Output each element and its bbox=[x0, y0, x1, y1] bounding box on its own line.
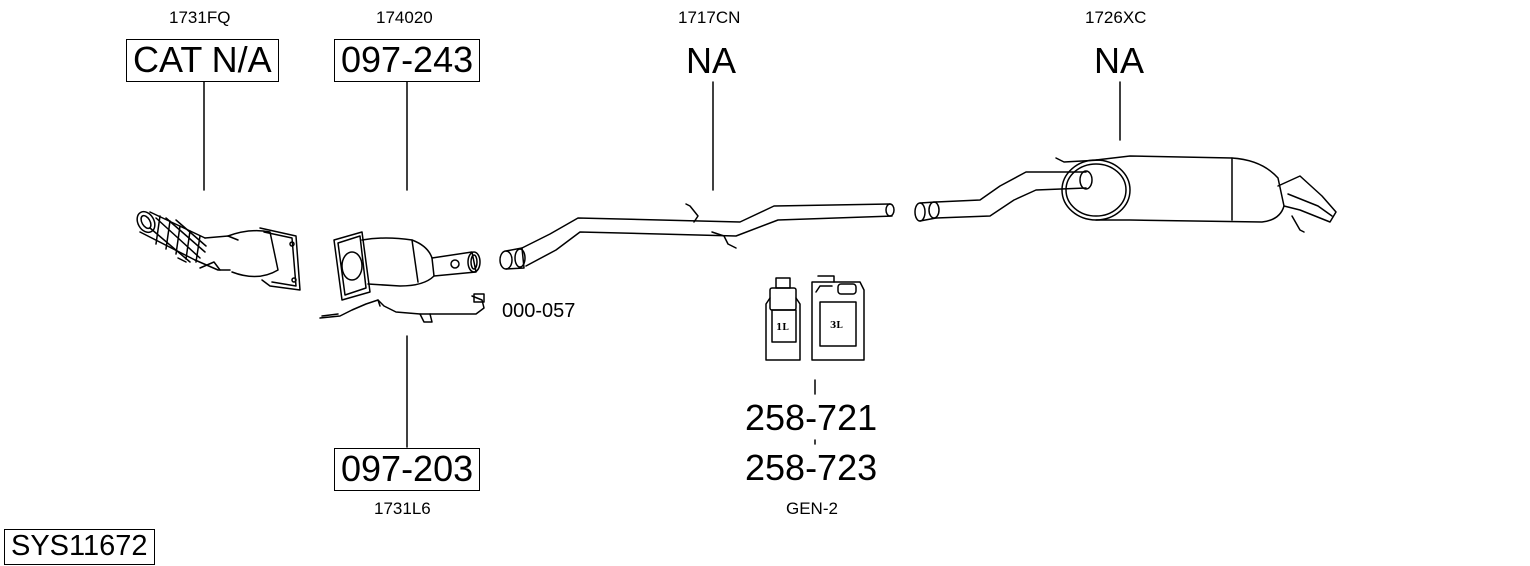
system-code: SYS11672 bbox=[4, 529, 155, 565]
intermediate-pipe-drawing bbox=[499, 203, 895, 270]
rear-silencer-drawing bbox=[914, 155, 1337, 233]
part-number-5[interactable]: 097-203 bbox=[334, 448, 481, 491]
particulate-filter-drawing bbox=[333, 231, 481, 301]
part-ref-2: 174020 bbox=[376, 8, 433, 27]
fluid-ref: GEN-2 bbox=[786, 499, 838, 518]
flex-pipe-catalyst-drawing bbox=[136, 210, 301, 291]
part-number-4[interactable]: NA bbox=[1094, 40, 1145, 81]
part-ref-4: 1726XC bbox=[1085, 8, 1147, 27]
can-large-label: 3L bbox=[830, 321, 843, 331]
part-ref-3: 1717CN bbox=[678, 8, 741, 27]
part-number-3[interactable]: NA bbox=[686, 40, 737, 81]
part-number-1[interactable]: CAT N/A bbox=[126, 39, 279, 82]
fluid-part-number-2[interactable]: 258-723 bbox=[745, 447, 878, 488]
can-small-label: 1L bbox=[776, 323, 789, 333]
sensor-drawing bbox=[319, 293, 485, 323]
part-ref-5: 1731L6 bbox=[374, 499, 431, 518]
sensor-part-number[interactable]: 000-057 bbox=[502, 300, 576, 322]
fluid-part-number-1[interactable]: 258-721 bbox=[745, 397, 878, 438]
part-ref-1: 1731FQ bbox=[169, 8, 231, 27]
fluid-cans-drawing bbox=[765, 275, 865, 361]
part-number-2[interactable]: 097-243 bbox=[334, 39, 481, 82]
